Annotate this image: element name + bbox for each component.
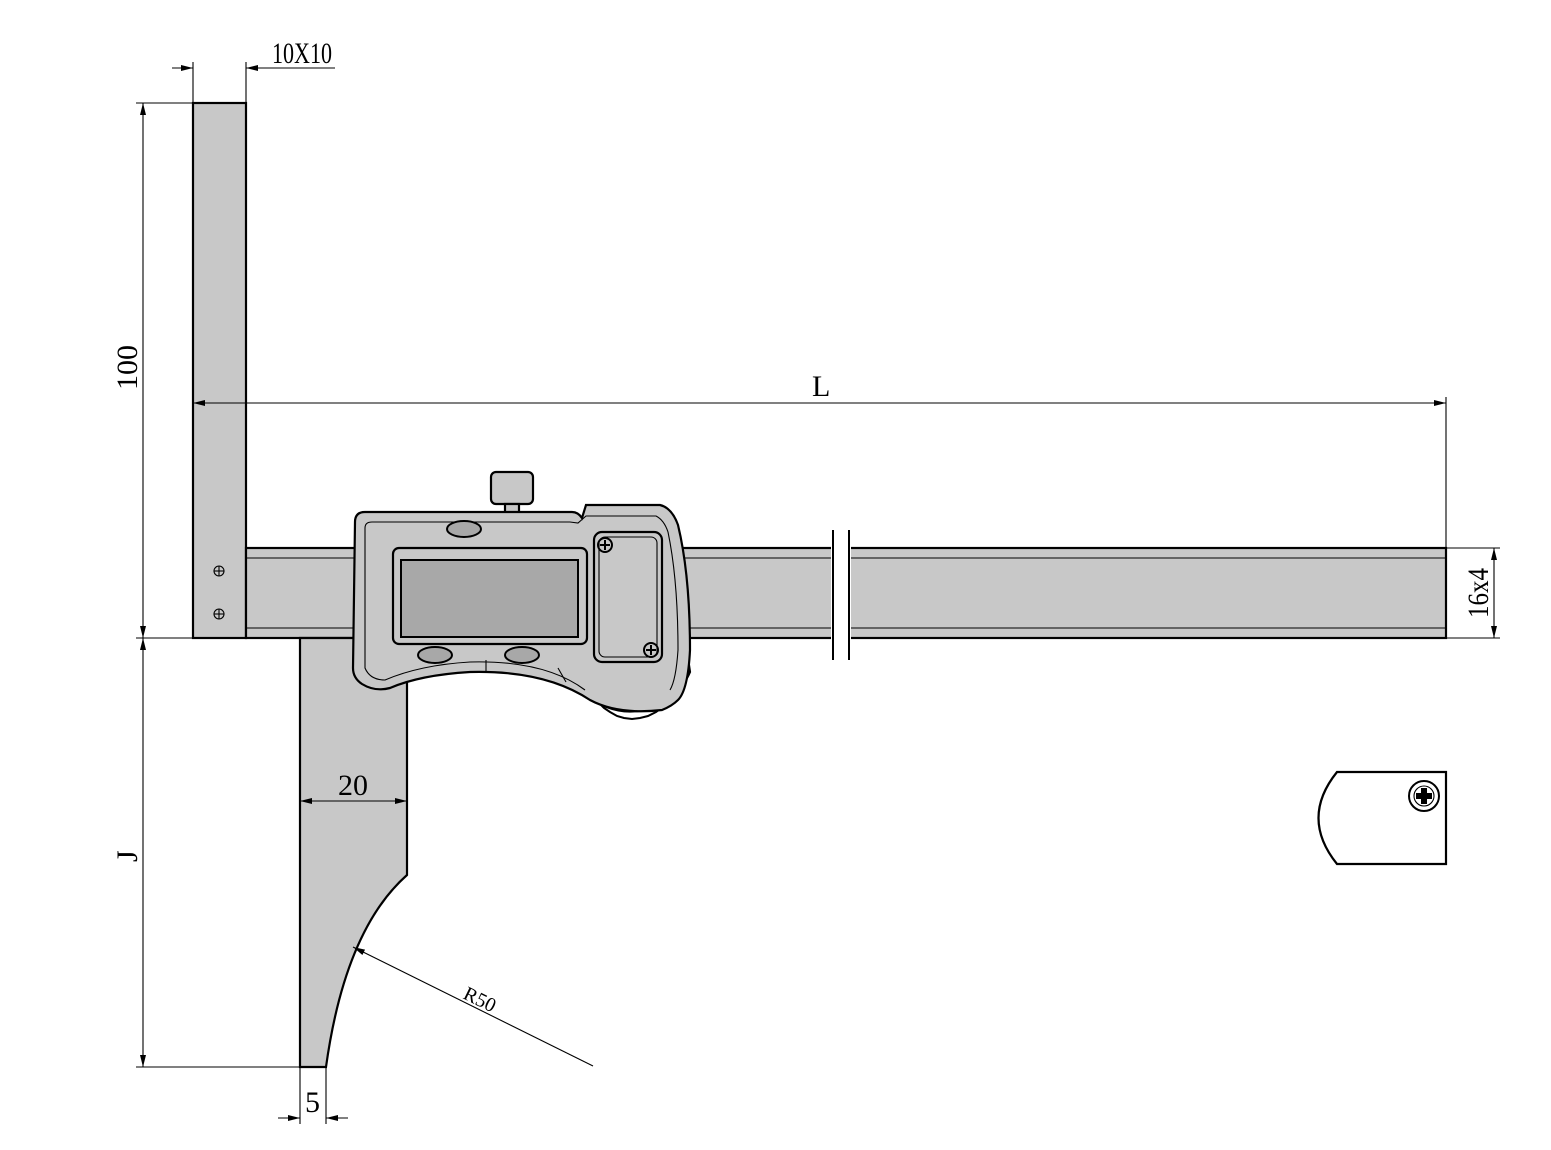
oval-button-icon[interactable] [446, 520, 482, 538]
dimension-depth: J [111, 637, 300, 1068]
lower-measuring-jaw [298, 636, 409, 1069]
dim-label-jaw-section: 10X10 [272, 37, 332, 70]
lcd-screen [400, 559, 579, 638]
jaw-rivets [213, 565, 225, 620]
phillips-screw-icon [1408, 780, 1440, 812]
dim-label-length: L [812, 370, 830, 403]
dim-label-jaw-width: 20 [338, 769, 368, 802]
dim-label-depth: J [111, 850, 144, 862]
dimension-jaw-width: 20 [300, 769, 407, 804]
dimension-beam-section: 16x4 [1446, 547, 1500, 639]
dimension-jaw-section: 10X10 [172, 37, 335, 103]
dim-label-radius: R50 [460, 983, 500, 1017]
oval-button-icon[interactable] [504, 646, 540, 664]
battery-cover [592, 530, 664, 664]
jaw-tip-detail [1317, 770, 1448, 866]
dimension-jaw-height: 100 [111, 102, 193, 639]
phillips-screw-icon [597, 537, 613, 553]
dimension-tip-width: 5 [278, 1067, 348, 1124]
oval-button-icon[interactable] [417, 646, 453, 664]
dim-label-tip-width: 5 [305, 1086, 320, 1119]
clamp-screw [489, 470, 535, 506]
phillips-screw-icon [643, 642, 659, 658]
slider-body [351, 470, 692, 721]
dim-label-jaw-height: 100 [111, 345, 144, 390]
beam-break-marks [831, 530, 851, 660]
dim-label-beam-section: 16x4 [1462, 568, 1495, 618]
dimension-radius: R50 [352, 946, 594, 1067]
upper-fixed-jaw [191, 101, 248, 640]
dimension-length: L [193, 370, 1447, 548]
